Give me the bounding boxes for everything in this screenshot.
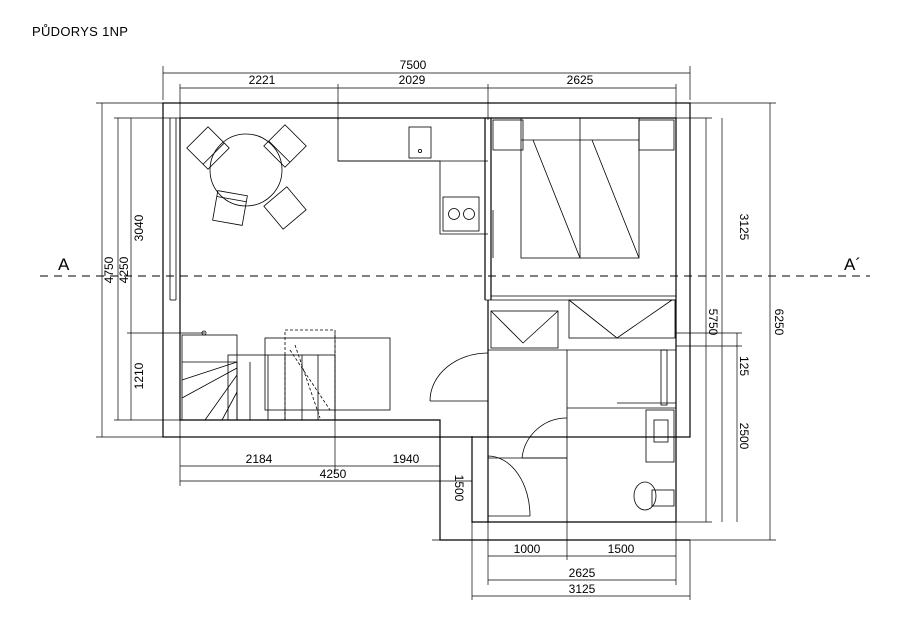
dim-left-4250: 4250 bbox=[117, 256, 131, 283]
dim-left-4750: 4750 bbox=[102, 256, 116, 283]
kitchen-counter bbox=[337, 118, 488, 235]
staircase bbox=[181, 329, 391, 421]
dim-bath-1000: 1000 bbox=[514, 542, 541, 556]
dim-left-3040: 3040 bbox=[132, 214, 146, 241]
dim-bottom-1500: 1500 bbox=[452, 475, 466, 502]
walls bbox=[162, 102, 691, 541]
dim-right-3125: 3125 bbox=[737, 214, 751, 241]
dim-top-3: 2625 bbox=[567, 73, 594, 87]
drawing-title: PŮDORYS 1NP bbox=[32, 24, 129, 39]
dim-bath-1500: 1500 bbox=[608, 542, 635, 556]
dining-set bbox=[186, 124, 307, 230]
section-label-left: A bbox=[58, 255, 70, 274]
dim-right-5750: 5750 bbox=[706, 309, 720, 336]
wardrobes bbox=[490, 299, 676, 349]
dim-left-stair: 1210 bbox=[132, 362, 146, 389]
dim-bottom-1940: 1940 bbox=[393, 452, 420, 466]
dim-right-125: 125 bbox=[737, 356, 751, 376]
doors bbox=[429, 190, 568, 517]
dim-bath-3125: 3125 bbox=[569, 582, 596, 596]
dim-overall-width: 7500 bbox=[400, 58, 427, 72]
dim-right-2500: 2500 bbox=[737, 423, 751, 450]
dim-bath-2625: 2625 bbox=[569, 566, 596, 580]
dim-bottom-2184: 2184 bbox=[246, 452, 273, 466]
dim-top-1: 2221 bbox=[249, 73, 276, 87]
bathroom-fixtures bbox=[633, 349, 675, 511]
section-label-right: A´ bbox=[844, 255, 861, 274]
dim-bottom-4250: 4250 bbox=[320, 467, 347, 481]
dim-top-2: 2029 bbox=[399, 73, 426, 87]
bed bbox=[492, 117, 675, 259]
dim-right-6250: 6250 bbox=[772, 309, 786, 336]
